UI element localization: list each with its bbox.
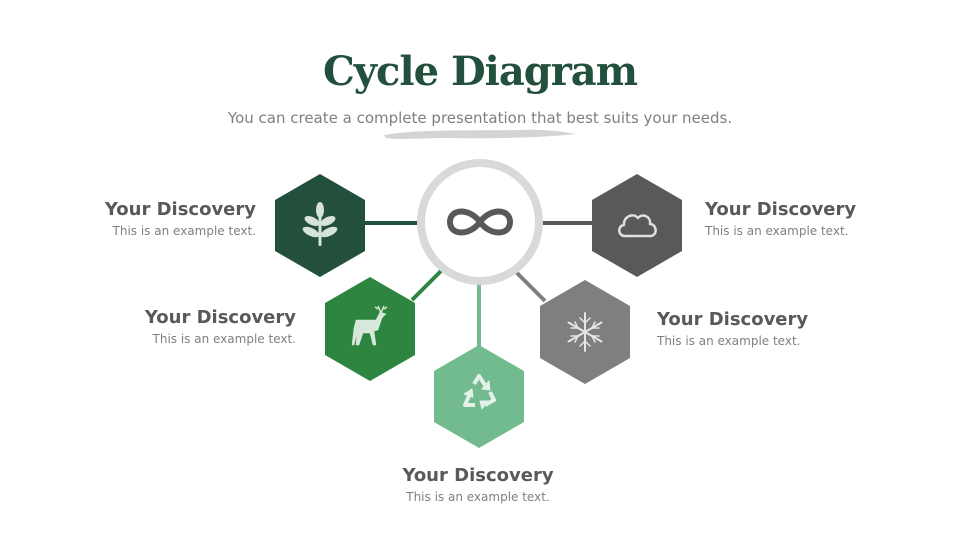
- hex-node-cloud[interactable]: [592, 174, 682, 277]
- item-text: This is an example text.: [406, 490, 550, 504]
- leaf-icon: [302, 202, 338, 246]
- center-node[interactable]: [417, 159, 543, 285]
- hex-node-snowflake[interactable]: [540, 280, 630, 384]
- item-label-3: Your Discovery This is an example text.: [378, 465, 578, 504]
- brush-stroke-decoration: [384, 129, 576, 139]
- item-title: Your Discovery: [144, 307, 296, 328]
- deer-icon: [351, 305, 388, 346]
- item-label-4: Your Discovery This is an example text.: [657, 309, 857, 348]
- infinity-icon: [447, 208, 513, 236]
- hex-node-leaf[interactable]: [275, 174, 365, 277]
- hex-node-deer[interactable]: [325, 277, 415, 381]
- item-text: This is an example text.: [705, 224, 849, 238]
- page-subtitle: You can create a complete presentation t…: [227, 109, 733, 127]
- snowflake-icon: [567, 312, 603, 352]
- title-area: Cycle Diagram: [0, 44, 960, 139]
- item-title: Your Discovery: [104, 199, 256, 220]
- item-text: This is an example text.: [112, 224, 256, 238]
- item-text: This is an example text.: [152, 332, 296, 346]
- item-label-2: Your Discovery This is an example text.: [100, 307, 296, 346]
- recycle-icon: [463, 374, 496, 410]
- item-title: Your Discovery: [657, 309, 809, 330]
- item-title: Your Discovery: [705, 199, 857, 220]
- connector-4: [514, 270, 547, 303]
- item-text: This is an example text.: [657, 334, 801, 348]
- page-title: Cycle Diagram: [322, 48, 638, 95]
- connector-2: [410, 268, 444, 302]
- cloud-icon: [618, 214, 657, 238]
- item-title: Your Discovery: [402, 465, 554, 486]
- item-label-5: Your Discovery This is an example text.: [705, 199, 905, 238]
- hex-node-recycle[interactable]: [434, 345, 524, 448]
- item-label-1: Your Discovery This is an example text.: [60, 199, 256, 238]
